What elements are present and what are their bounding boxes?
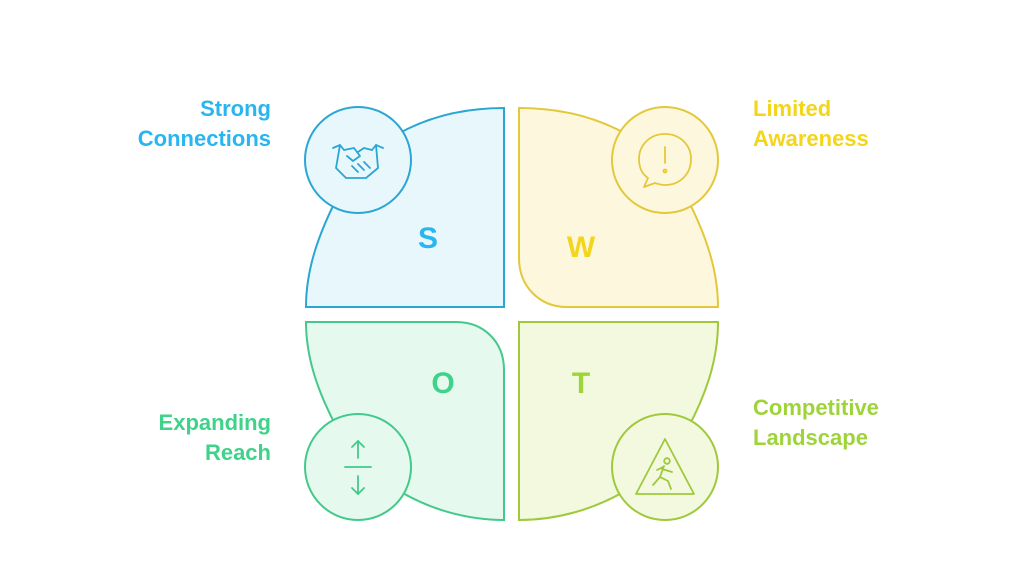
alert-speech-bubble-icon xyxy=(638,133,692,188)
up-down-arrows-icon xyxy=(344,440,372,495)
threats-label-line2: Landscape xyxy=(753,425,868,450)
warning-runner-icon xyxy=(635,438,695,495)
strengths-icon-circle xyxy=(304,106,412,214)
strengths-label: Strong Connections xyxy=(138,94,271,154)
opportunities-letter: O xyxy=(431,367,454,400)
strengths-label-line2: Connections xyxy=(137,126,271,151)
strengths-letter: S xyxy=(418,222,438,255)
weaknesses-label-line2: Awareness xyxy=(753,126,869,151)
threats-letter: T xyxy=(572,367,590,400)
opportunities-label-line1: Expanding xyxy=(158,410,271,435)
weaknesses-label: Limited Awareness xyxy=(753,94,869,154)
opportunities-shape xyxy=(304,321,505,522)
threats-icon-circle xyxy=(611,413,719,521)
strengths-quadrant: S xyxy=(304,106,505,308)
threats-label-line1: Competitive xyxy=(753,395,879,420)
weaknesses-quadrant: W xyxy=(518,106,720,308)
weaknesses-letter: W xyxy=(567,231,596,264)
strengths-label-line1: Strong xyxy=(200,96,271,121)
threats-label: Competitive Landscape xyxy=(753,393,879,453)
handshake-icon xyxy=(332,144,384,179)
opportunities-label-line2: Reach xyxy=(204,440,271,465)
weaknesses-label-line1: Limited xyxy=(753,96,832,121)
opportunities-label: Expanding Reach xyxy=(159,408,271,468)
weaknesses-shape xyxy=(518,106,720,308)
opportunities-quadrant: O xyxy=(304,321,505,522)
threats-quadrant: T xyxy=(518,321,720,522)
